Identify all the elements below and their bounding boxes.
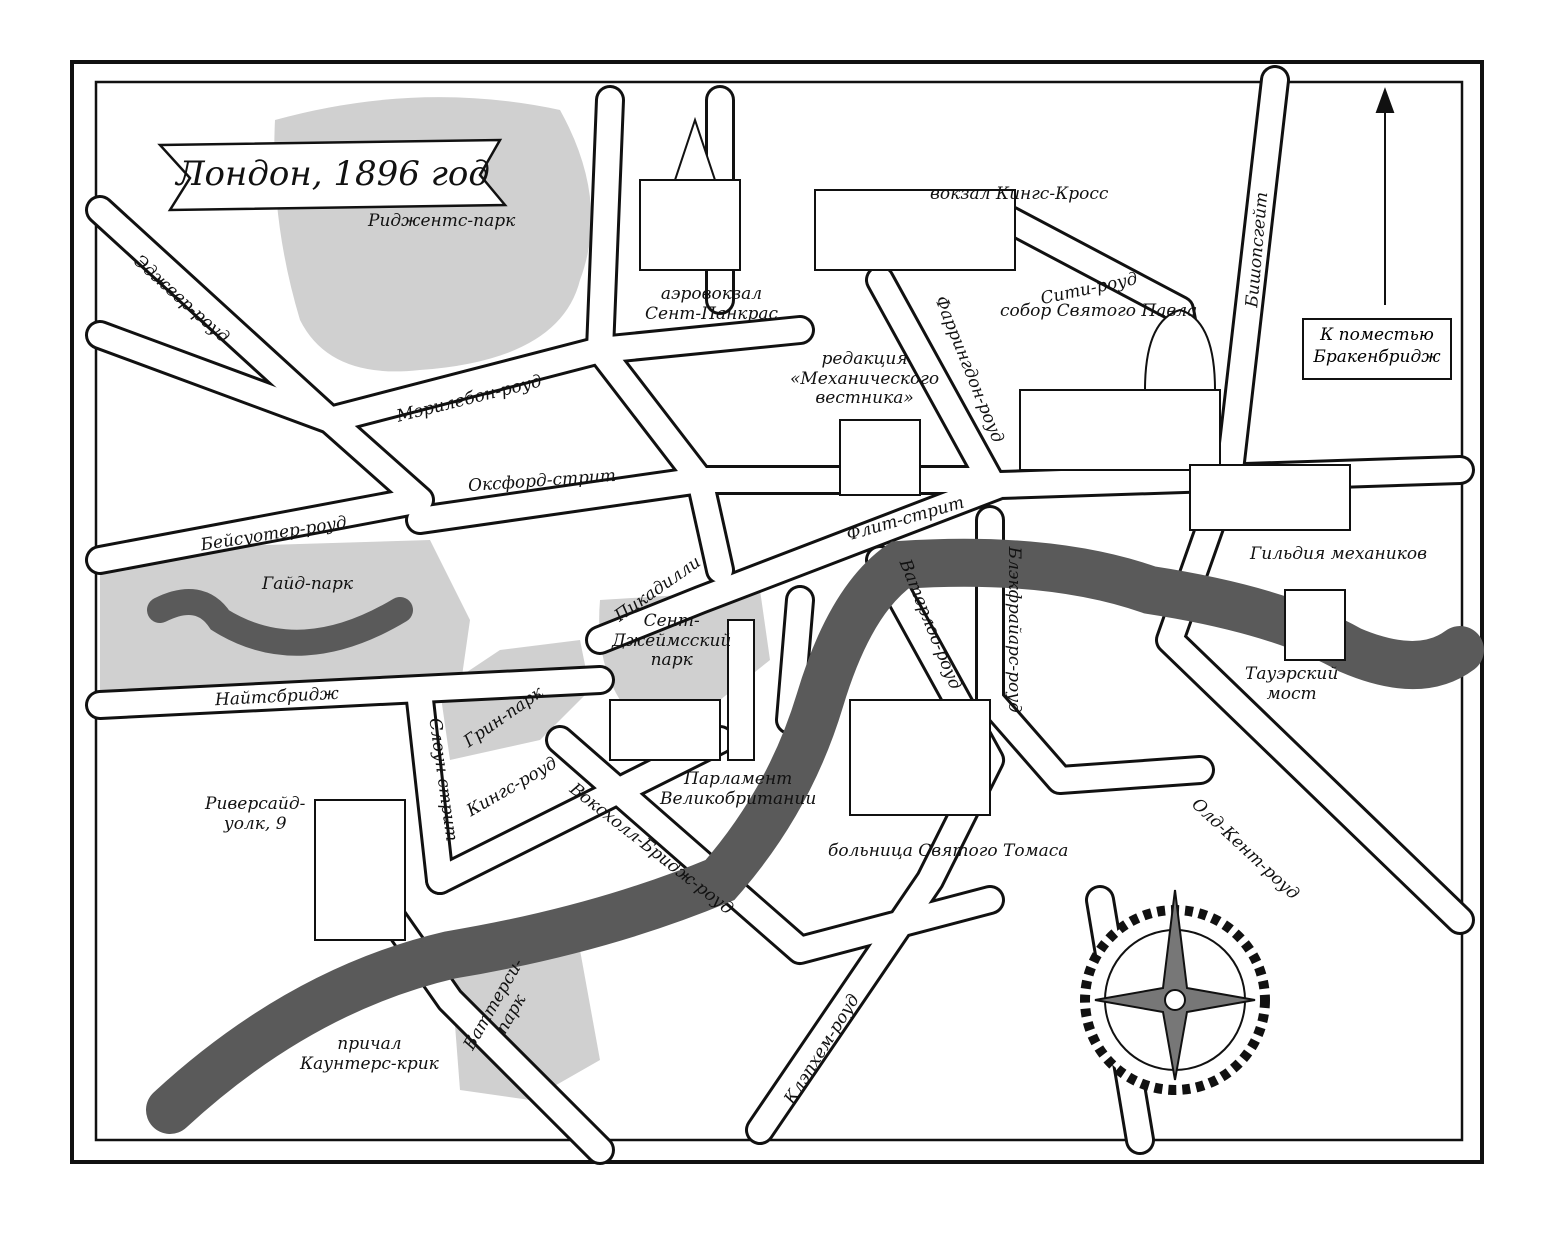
label-st-thomas-hospital: больница Святого Томаса — [828, 841, 1069, 861]
outer-frame — [70, 60, 1484, 1164]
parliament-building — [609, 699, 721, 761]
gazette-building — [839, 419, 921, 496]
label-riverside-walk: Риверсайд-уолк, 9 — [205, 794, 306, 834]
st-pancras-spire — [673, 116, 717, 181]
serpentine-lake — [147, 589, 413, 656]
label-kings-cross: вокзал Кингс-Кросс — [930, 184, 1109, 204]
label-st-pauls: собор Святого Павла — [1000, 301, 1198, 321]
st-thomas-hospital — [849, 699, 991, 816]
compass-rose-icon — [1080, 889, 1270, 1095]
label-guild: Гильдия механиков — [1250, 544, 1427, 564]
st-pauls-dome — [1143, 308, 1217, 391]
north-arrow-icon — [1375, 87, 1395, 305]
guild-building — [1189, 464, 1351, 531]
big-ben — [727, 619, 755, 761]
tower-bridge — [1284, 589, 1346, 661]
label-hyde-park: Гайд-парк — [262, 574, 353, 594]
riverside-house — [314, 799, 406, 941]
kings-cross-building — [814, 189, 1016, 271]
buildings — [314, 116, 1351, 941]
hyde-park — [100, 540, 470, 690]
signpost-line2: Бракенбридж — [1313, 347, 1441, 368]
regents-park — [274, 97, 592, 372]
battersea-park — [450, 950, 600, 1100]
label-blackfriars-road: Блэкфрайарс-роуд — [1003, 546, 1024, 713]
map-title: Лондон, 1896 год — [168, 140, 498, 206]
st-pancras-building — [639, 179, 741, 271]
signpost-line1: К поместью — [1320, 325, 1434, 345]
inner-frame — [94, 80, 1464, 1142]
title-banner — [157, 138, 508, 212]
st-pauls-cathedral — [1019, 389, 1221, 471]
title-text: Лондон, 1896 год — [176, 154, 490, 194]
label-regents-park: Риджентс-парк — [368, 211, 516, 231]
